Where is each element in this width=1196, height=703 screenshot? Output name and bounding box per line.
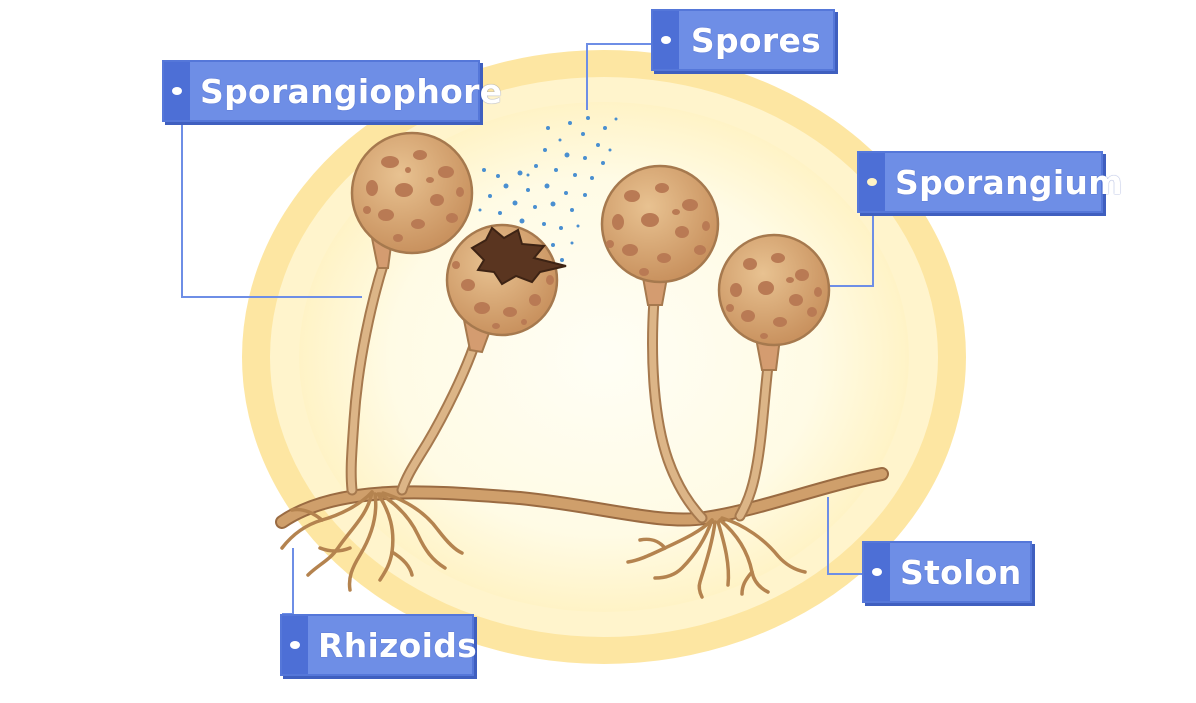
label-bullet-icon xyxy=(282,616,308,674)
label-rhizoids-text: Rhizoids xyxy=(318,625,478,665)
sporangiophore-3 xyxy=(600,164,720,524)
sporangiophore-2 xyxy=(396,223,567,496)
sporangium-leader xyxy=(830,215,874,287)
label-bullet-icon xyxy=(653,11,679,69)
label-sporangiophore: Sporangiophore xyxy=(162,60,502,122)
label-rhizoids: Rhizoids xyxy=(280,614,477,676)
label-bullet-icon xyxy=(859,153,885,211)
label-bullet-dot xyxy=(290,641,300,649)
label-bullet-icon xyxy=(864,543,890,601)
rhizoids-left xyxy=(280,490,464,592)
sporangiophore-leader xyxy=(181,122,362,298)
rhizoids-right xyxy=(626,516,807,599)
spores-leader xyxy=(586,43,655,110)
label-bullet-icon xyxy=(164,62,190,120)
spore-cloud xyxy=(468,116,618,262)
label-sporangium-text: Sporangium xyxy=(895,162,1123,202)
label-bullet-dot xyxy=(872,568,882,576)
label-stolon-text: Stolon xyxy=(900,552,1022,592)
label-bullet-dot xyxy=(661,36,671,44)
sporangiophore-1 xyxy=(345,131,474,496)
sporangiophore-4 xyxy=(717,233,831,522)
label-stolon: Stolon xyxy=(862,541,1032,603)
label-bullet-dot xyxy=(172,87,182,95)
label-spores-text: Spores xyxy=(690,20,822,60)
label-sporangium: Sporangium xyxy=(857,151,1123,213)
label-spores: Spores xyxy=(651,9,835,71)
rhizoids-leader xyxy=(282,548,294,615)
label-bullet-dot xyxy=(867,178,877,186)
stolon-leader xyxy=(827,497,866,575)
label-sporangiophore-text: Sporangiophore xyxy=(200,71,503,111)
